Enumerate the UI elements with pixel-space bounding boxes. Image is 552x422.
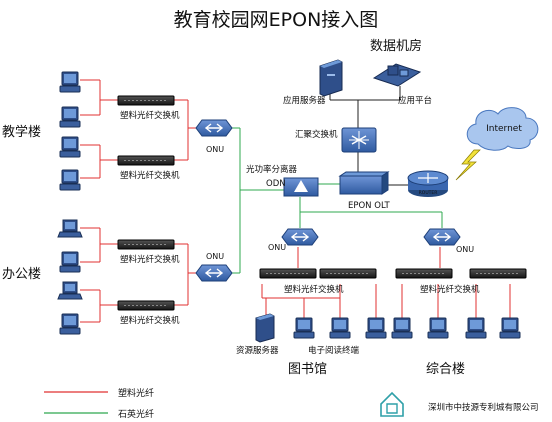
switch-label: 塑料光纤交换机 [420,284,480,295]
legend: 塑料光纤 石英光纤 [44,387,154,420]
app-server-icon [319,59,343,97]
fiber-switch-icon [117,239,175,250]
legend-quartz-label: 石英光纤 [118,408,154,420]
library: ONU 塑料光纤交换机 资源服务器 电子阅读终端 图书馆 [236,228,387,377]
group-label-teaching: 教学楼 [2,124,41,140]
fiber-switch-icon [259,268,317,279]
fiber-switch-icon [117,95,175,106]
computer-icon [465,317,487,339]
switch-label: 塑料光纤交换机 [120,254,180,265]
data-center: 数据机房 应用服务器 应用平台 汇聚交换机 EPON OLT [246,38,539,211]
fiber-switch-icon [395,268,453,279]
laptop-icon [57,281,83,300]
e-reader-label: 电子阅读终端 [308,345,360,356]
computer-icon [499,317,521,339]
computer-icon [293,317,315,339]
computer-icon [365,317,387,339]
onu-label: ONU [206,145,224,154]
computer-icon [391,317,413,339]
app-platform-icon [372,63,422,87]
page-title: 教育校园网EPON接入图 [174,9,379,31]
group-label-datacenter: 数据机房 [370,38,422,54]
computer-icon [59,71,81,93]
group-label-office: 办公楼 [2,267,41,282]
office-building: 办公楼 塑料光纤交换机 塑料光纤交换机 ONU [2,219,233,335]
cloud-icon: Internet [466,107,539,151]
fiber-switch-icon [117,300,175,311]
computer-icon [427,317,449,339]
teaching-building: 教学楼 塑料光纤交换机 塑料光纤交换机 ONU [2,71,233,191]
company-name: 深圳市中技源专利城有限公司 [428,402,539,413]
fiber-switch-icon [319,268,377,279]
onu-label: ONU [206,252,224,261]
onu-icon [423,228,461,246]
agg-switch-label: 汇聚交换机 [295,129,338,140]
switch-label: 塑料光纤交换机 [120,110,180,121]
group-label-library: 图书馆 [288,362,327,377]
computer-icon [329,317,351,339]
computer-icon [59,251,81,273]
complex-building: ONU 塑料光纤交换机 综合楼 [391,228,527,377]
splitter-label: 光功率分离器 [246,164,298,175]
internet-label: Internet [486,124,522,134]
olt-label: EPON OLT [348,201,391,211]
odn-label: ODN [266,179,286,189]
switch-label: 塑料光纤交换机 [120,170,180,181]
computer-icon [59,313,81,335]
resource-server-icon [255,313,275,343]
fiber-switch-icon [117,155,175,166]
onu-label: ONU [456,245,474,254]
onu-icon [281,228,319,246]
splitter-icon [283,177,319,197]
onu-icon [195,119,233,137]
group-label-complex: 综合楼 [426,362,465,377]
switch-label: 塑料光纤交换机 [120,315,180,326]
switch-label: 塑料光纤交换机 [284,284,344,295]
olt-icon [338,171,390,195]
connection-lines [80,79,511,323]
onu-label: ONU [268,243,286,252]
fiber-switch-icon [469,268,527,279]
legend-plastic-label: 塑料光纤 [118,387,154,399]
computer-icon [59,169,81,191]
resource-server-label: 资源服务器 [236,345,279,356]
computer-icon [59,106,81,128]
aggregation-switch-icon [341,127,377,153]
app-server-label: 应用服务器 [283,95,326,106]
lightning-icon [455,149,481,181]
router-label: ROUTER [419,190,438,196]
laptop-icon [57,219,83,238]
app-platform-label: 应用平台 [398,95,432,106]
company-logo: 深圳市中技源专利城有限公司 [380,391,539,417]
computer-icon [59,136,81,158]
onu-icon [195,264,233,282]
router-icon: ROUTER [407,170,449,197]
